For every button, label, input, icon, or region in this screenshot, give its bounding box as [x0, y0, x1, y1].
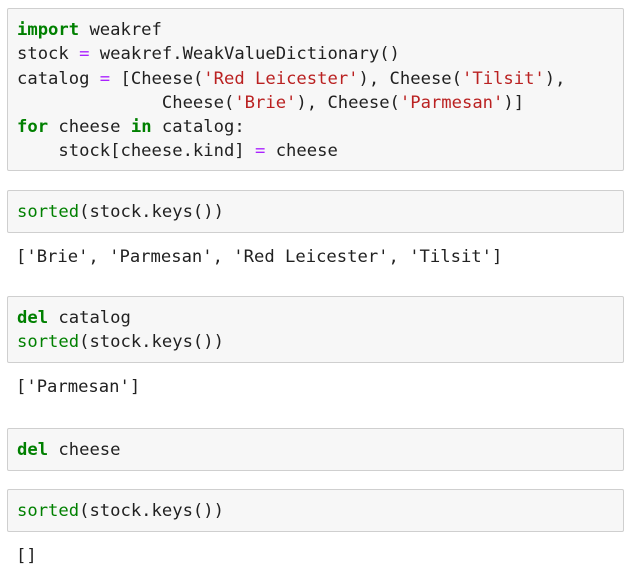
code-cell-2[interactable]: sorted(stock.keys()): [7, 190, 624, 233]
code-line: Cheese('Brie'), Cheese('Parmesan')]: [17, 91, 566, 115]
code-text: (stock.keys()): [79, 501, 224, 521]
code-line: for cheese in catalog:: [17, 115, 566, 139]
builtin-token: sorted: [17, 332, 80, 353]
code-cell-4[interactable]: del cheese: [7, 428, 624, 471]
keyword-token: import: [17, 20, 80, 40]
code-line: catalog = [Cheese('Red Leicester'), Chee…: [17, 67, 566, 91]
code-text: [Cheese(: [110, 68, 204, 89]
code-text: weakref.WeakValueDictionary(): [89, 44, 400, 65]
code-text: ), Cheese(: [358, 68, 462, 89]
code-line: sorted(stock.keys()): [17, 330, 224, 354]
code-text: )]: [503, 92, 525, 113]
keyword-token: del: [17, 308, 49, 328]
code-text: catalog: [17, 68, 100, 89]
code-text: catalog: [48, 308, 131, 328]
string-literal: 'Tilsit': [462, 68, 545, 89]
code-text: ), Cheese(: [296, 92, 400, 113]
code-text: cheese: [48, 440, 121, 460]
code-text: stock: [17, 44, 80, 65]
code-editor-4[interactable]: del cheese: [17, 438, 120, 462]
builtin-token: sorted: [17, 202, 80, 222]
code-cell-5[interactable]: sorted(stock.keys()): [7, 489, 624, 532]
builtin-token: sorted: [17, 501, 80, 521]
code-text: stock[cheese.kind]: [17, 141, 255, 162]
code-line: del cheese: [17, 438, 120, 462]
code-text: catalog:: [151, 117, 245, 138]
cell-output-5: []: [16, 546, 37, 566]
code-text: Cheese(: [17, 92, 235, 113]
code-line: del catalog: [17, 306, 224, 330]
cell-output-2: ['Brie', 'Parmesan', 'Red Leicester', 'T…: [16, 247, 503, 267]
keyword-token: for: [17, 117, 49, 138]
code-text: (stock.keys()): [79, 332, 224, 353]
code-editor-5[interactable]: sorted(stock.keys()): [17, 499, 224, 523]
code-line: sorted(stock.keys()): [17, 499, 224, 523]
code-line: stock = weakref.WeakValueDictionary(): [17, 42, 566, 66]
operator-token: =: [255, 141, 266, 162]
keyword-token: del: [17, 440, 49, 460]
code-text: cheese: [48, 117, 131, 138]
code-text: ),: [544, 68, 566, 89]
code-text: (stock.keys()): [79, 202, 224, 222]
string-literal: 'Red Leicester': [203, 68, 359, 89]
code-editor-2[interactable]: sorted(stock.keys()): [17, 200, 224, 224]
operator-token: =: [79, 44, 90, 65]
code-text: weakref: [79, 20, 162, 40]
code-line: sorted(stock.keys()): [17, 200, 224, 224]
code-line: stock[cheese.kind] = cheese: [17, 139, 566, 163]
operator-token: =: [99, 68, 111, 89]
string-literal: 'Brie': [234, 92, 297, 113]
code-text: cheese: [265, 141, 338, 162]
cell-output-3: ['Parmesan']: [16, 377, 141, 397]
string-literal: 'Parmesan': [399, 92, 504, 113]
keyword-token: in: [130, 117, 152, 138]
code-line: import weakref: [17, 18, 566, 42]
